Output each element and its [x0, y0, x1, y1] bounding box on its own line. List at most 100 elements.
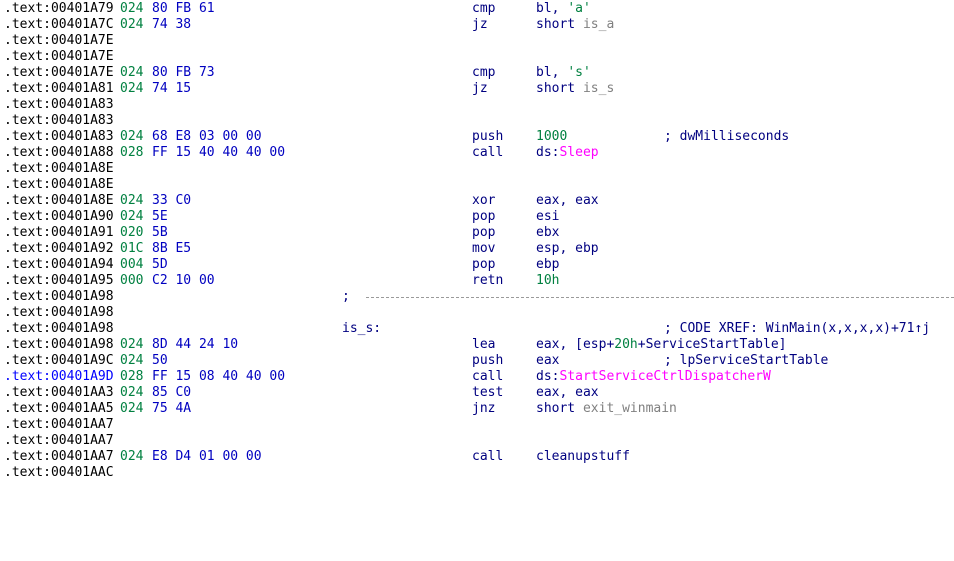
function-name-cleanupstuff[interactable]: cleanupstuff	[536, 449, 630, 464]
opcode-bytes: 74 15	[152, 81, 192, 96]
operands: eax	[536, 353, 560, 368]
disasm-line[interactable]: .text:00401A98 is_s: ; CODE XREF: WinMai…	[0, 321, 954, 337]
disasm-line[interactable]: .text:00401A98 ;	[0, 289, 954, 305]
code-label-is-s[interactable]: is_s:	[342, 321, 382, 336]
disasm-line[interactable]: .text:00401AA7	[0, 417, 954, 433]
mnemonic: cmp	[472, 1, 496, 16]
line-address: .text:00401AA7	[4, 433, 114, 448]
stack-delta: 024	[120, 337, 144, 352]
operand-offset: 20h	[614, 337, 638, 352]
stack-delta: 028	[120, 145, 144, 160]
opcode-bytes: 74 38	[152, 17, 192, 32]
line-address: .text:00401A92	[4, 241, 114, 256]
operands: 1000	[536, 129, 567, 145]
import-name-sleep[interactable]: Sleep	[559, 145, 599, 160]
operands: 10h	[536, 273, 559, 289]
line-address: .text:00401A91	[4, 225, 114, 240]
disasm-line[interactable]: .text:00401A7E	[0, 33, 954, 49]
mnemonic: jnz	[472, 401, 496, 416]
opcode-bytes: 5D	[152, 257, 168, 272]
disasm-line[interactable]: .text:00401A9C 024 50 push eax ; lpServi…	[0, 353, 954, 369]
jump-target-is-a[interactable]: is_a	[582, 17, 615, 32]
disasm-line[interactable]: .text:00401A98 024 8D 44 24 10 lea eax, …	[0, 337, 954, 353]
line-address: .text:00401AA7	[4, 449, 114, 464]
line-address: .text:00401A7E	[4, 65, 114, 80]
disasm-line[interactable]: .text:00401A88 028 FF 15 40 40 40 00 cal…	[0, 145, 954, 161]
disasm-line-current[interactable]: .text:00401A9D 028 FF 15 08 40 40 00 cal…	[0, 369, 954, 385]
disasm-line[interactable]: .text:00401AA5 024 75 4A jnz short exit_…	[0, 401, 954, 417]
disasm-line[interactable]: .text:00401AA7 024 E8 D4 01 00 00 call c…	[0, 449, 954, 465]
operands: ds:Sleep	[536, 145, 599, 161]
opcode-bytes: FF 15 08 40 40 00	[152, 369, 286, 384]
stack-delta: 024	[120, 129, 144, 144]
disasm-line[interactable]: .text:00401A79 024 80 FB 61 cmp bl, 'a'	[0, 1, 954, 17]
jump-target-is-s[interactable]: is_s	[582, 81, 615, 96]
mnemonic: call	[472, 369, 504, 384]
line-address: .text:00401A9C	[4, 353, 114, 368]
disasm-line[interactable]: .text:00401A8E 024 33 C0 xor eax, eax	[0, 193, 954, 209]
disasm-line[interactable]: .text:00401A7E 024 80 FB 73 cmp bl, 's'	[0, 65, 954, 81]
line-address: .text:00401A98	[4, 289, 114, 304]
line-address: .text:00401A79	[4, 1, 114, 16]
stack-delta: 024	[120, 65, 144, 80]
stack-delta: 028	[120, 369, 144, 384]
disasm-line[interactable]: .text:00401A98	[0, 305, 954, 321]
disasm-line[interactable]: .text:00401A83 024 68 E8 03 00 00 push 1…	[0, 129, 954, 145]
disasm-line[interactable]: .text:00401A94 004 5D pop ebp	[0, 257, 954, 273]
jump-target-exit-winmain[interactable]: exit_winmain	[582, 401, 677, 416]
line-address: .text:00401A88	[4, 145, 114, 160]
stack-delta: 01C	[120, 241, 144, 256]
disasm-line[interactable]: .text:00401A91 020 5B pop ebx	[0, 225, 954, 241]
operands: eax, [esp+20h+ServiceStartTable]	[536, 337, 786, 353]
operand-char-literal: 's'	[567, 65, 591, 80]
opcode-bytes: 68 E8 03 00 00	[152, 129, 262, 144]
line-address: .text:00401A8E	[4, 177, 114, 192]
stack-delta: 020	[120, 225, 144, 240]
opcode-bytes: 8D 44 24 10	[152, 337, 239, 352]
disasm-line[interactable]: .text:00401AAC	[0, 465, 954, 481]
disasm-line[interactable]: .text:00401A90 024 5E pop esi	[0, 209, 954, 225]
opcode-bytes: 80 FB 61	[152, 1, 215, 16]
disasm-line[interactable]: .text:00401A7C 024 74 38 jz short is_a	[0, 17, 954, 33]
line-address: .text:00401AAC	[4, 465, 114, 480]
line-address: .text:00401A94	[4, 257, 114, 272]
operand-immediate: 10h	[536, 273, 560, 288]
line-address-current: .text:00401A9D	[4, 369, 114, 384]
operands: ebx	[536, 225, 560, 240]
disasm-line[interactable]: .text:00401A83	[0, 97, 954, 113]
line-address: .text:00401AA3	[4, 385, 114, 400]
operand-register: bl,	[536, 65, 568, 80]
operands: bl, 's'	[536, 65, 591, 81]
line-address: .text:00401A83	[4, 113, 114, 128]
disasm-line[interactable]: .text:00401A7E	[0, 49, 954, 65]
import-name-startservicectrldispatcherw[interactable]: StartServiceCtrlDispatcherW	[559, 369, 771, 384]
disassembly-listing[interactable]: .text:00401A79 024 80 FB 61 cmp bl, 'a' …	[0, 0, 954, 483]
mnemonic: push	[472, 353, 504, 368]
disasm-line[interactable]: .text:00401A8E	[0, 161, 954, 177]
line-address: .text:00401A7C	[4, 17, 114, 32]
line-address: .text:00401A8E	[4, 193, 114, 208]
mnemonic: test	[472, 385, 504, 400]
operands: eax, eax	[536, 193, 599, 208]
disasm-line[interactable]: .text:00401A95 000 C2 10 00 retn 10h	[0, 273, 954, 289]
disasm-line[interactable]: .text:00401AA7	[0, 433, 954, 449]
line-address: .text:00401AA5	[4, 401, 114, 416]
disasm-line[interactable]: .text:00401AA3 024 85 C0 test eax, eax	[0, 385, 954, 401]
line-address: .text:00401A7E	[4, 49, 114, 64]
operand-register: bl,	[536, 1, 568, 16]
disasm-line[interactable]: .text:00401A92 01C 8B E5 mov esp, ebp	[0, 241, 954, 257]
stack-delta: 024	[120, 81, 144, 96]
stack-delta: 024	[120, 209, 144, 224]
opcode-bytes: 80 FB 73	[152, 65, 215, 80]
opcode-bytes: 85 C0	[152, 385, 192, 400]
disasm-line[interactable]: .text:00401A8E	[0, 177, 954, 193]
xref-comment[interactable]: ; CODE XREF: WinMain(x,x,x,x)+71↑j	[664, 321, 931, 336]
operand-char-literal: 'a'	[567, 1, 591, 16]
line-address: .text:00401A98	[4, 337, 114, 352]
line-address: .text:00401A8E	[4, 161, 114, 176]
opcode-bytes: 8B E5	[152, 241, 192, 256]
disasm-line[interactable]: .text:00401A81 024 74 15 jz short is_s	[0, 81, 954, 97]
mnemonic: lea	[472, 337, 496, 352]
disasm-line[interactable]: .text:00401A83	[0, 113, 954, 129]
line-address: .text:00401A98	[4, 321, 114, 336]
